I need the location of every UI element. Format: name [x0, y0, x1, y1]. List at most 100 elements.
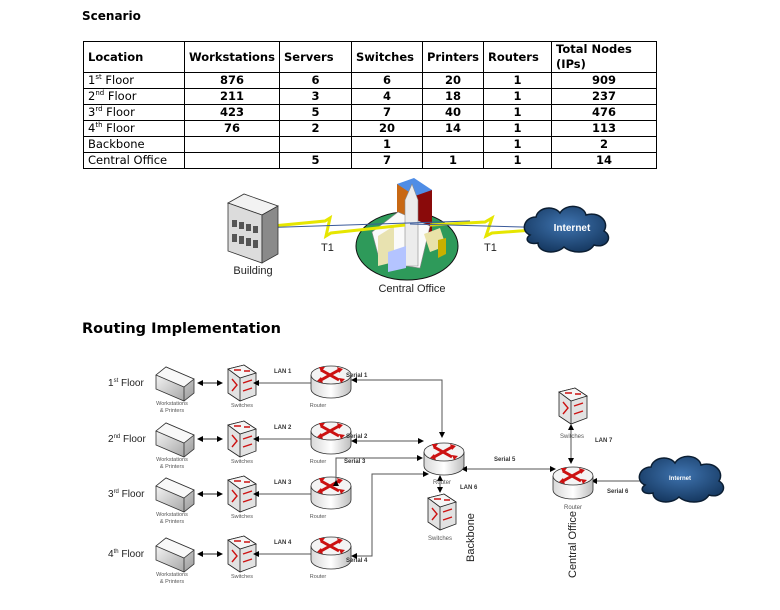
central-office-router-label: Router — [564, 505, 582, 511]
cell-workstations: 211 — [184, 88, 280, 105]
scenario-title: Scenario — [82, 9, 141, 23]
switch-icon — [227, 364, 257, 402]
cell-location: Backbone — [83, 136, 185, 153]
ordinal-suffix: st — [95, 73, 102, 82]
cell-workstations: 76 — [184, 120, 280, 137]
floor-label: 2nd Floor — [108, 434, 146, 445]
serial-label: Serial 2 — [346, 434, 368, 440]
cell-total: 909 — [551, 72, 658, 89]
switch-icon — [227, 475, 257, 513]
t1-label-right: T1 — [484, 242, 497, 254]
cell-location: 1st Floor — [83, 72, 185, 89]
location-text: 2 — [88, 89, 96, 103]
location-text: 1 — [88, 73, 96, 87]
workstations-icon — [155, 477, 195, 513]
ordinal-suffix: rd — [95, 105, 103, 114]
central-office-routing-label: Central Office — [567, 511, 579, 578]
t1-link-right — [429, 214, 561, 239]
central-office-switch-icon — [558, 387, 588, 425]
t1-link-left — [251, 214, 406, 240]
location-text: 3 — [88, 105, 96, 119]
central-office-label: Central Office — [378, 283, 445, 295]
cell-location: Central Office — [83, 152, 185, 169]
router-label: Router — [310, 514, 327, 520]
central-office-router-icon — [551, 465, 595, 501]
router-label: Router — [310, 403, 327, 409]
floor-label: 4th Floor — [108, 549, 145, 560]
location-suffix: Floor — [101, 73, 134, 87]
wan-diagram: Internet T1 T1 Building Central Office — [227, 178, 610, 295]
backbone-switch-label: Switches — [428, 536, 452, 542]
cell-printers: 20 — [421, 72, 485, 89]
col-header: Switches — [350, 41, 423, 73]
router-icon — [309, 535, 353, 571]
workstations-label: Workstations — [156, 512, 188, 518]
floor-label: 1st Floor — [108, 378, 144, 389]
location-text: 4 — [88, 121, 96, 135]
backbone-label: Backbone — [465, 513, 477, 562]
router-label: Router — [310, 459, 327, 465]
router-icon — [309, 475, 353, 511]
switch-label: Switches — [231, 403, 253, 409]
lan-label: LAN 4 — [274, 540, 292, 546]
cell-location: 4th Floor — [83, 120, 185, 137]
workstations-label: Workstations — [156, 457, 188, 463]
location-text: Backbone — [88, 137, 145, 151]
location-text: Central Office — [88, 153, 168, 167]
workstations-icon — [155, 537, 195, 573]
col-header: Location — [83, 41, 185, 73]
cell-location: 2nd Floor — [83, 88, 185, 105]
routing-internet-label: Internet — [669, 476, 691, 482]
lan-label: LAN 3 — [274, 480, 292, 486]
location-suffix: Floor — [104, 89, 137, 103]
backbone-router-label: Router — [433, 480, 451, 486]
router-icon — [309, 364, 353, 400]
scenario-table: Location Workstations Servers Switches P… — [83, 41, 658, 169]
backbone-switch-icon — [427, 493, 457, 531]
t1-label-left: T1 — [321, 242, 334, 254]
workstations-label: Workstations — [156, 401, 188, 407]
lan6-label: LAN 6 — [460, 485, 478, 491]
lan7-label: LAN 7 — [595, 438, 613, 444]
switch-icon — [227, 535, 257, 573]
col-header: Servers — [278, 41, 352, 73]
col-header: Printers — [421, 41, 485, 73]
cell-printers: 1 — [421, 152, 485, 169]
serial-label: Serial 3 — [344, 459, 366, 465]
serial5-label: Serial 5 — [494, 457, 516, 463]
printers-label: & Printers — [160, 519, 184, 525]
ordinal-suffix: nd — [95, 89, 105, 98]
internet-label: Internet — [554, 223, 591, 234]
workstations-icon — [155, 366, 195, 402]
serial-label: Serial 1 — [346, 373, 368, 379]
serial-label: Serial 4 — [346, 558, 368, 564]
switch-label: Switches — [231, 514, 253, 520]
workstations-label: Workstations — [156, 572, 188, 578]
printers-label: & Printers — [160, 579, 184, 585]
switch-label: Switches — [231, 574, 253, 580]
printers-label: & Printers — [160, 408, 184, 414]
lan-label: LAN 2 — [274, 425, 292, 431]
table-header-row: Location Workstations Servers Switches P… — [83, 41, 658, 73]
switch-icon — [227, 420, 257, 458]
serial6-label: Serial 6 — [607, 489, 629, 495]
building-icon — [227, 193, 279, 264]
location-suffix: Floor — [102, 105, 135, 119]
ordinal-suffix: th — [95, 121, 103, 130]
switch-label: Switches — [231, 459, 253, 465]
col-header: Total Nodes (IPs) — [551, 41, 658, 73]
cell-total: 14 — [551, 152, 658, 169]
cell-workstations: 423 — [184, 104, 280, 121]
building-label: Building — [233, 265, 272, 277]
printers-label: & Printers — [160, 464, 184, 470]
router-icon — [309, 420, 353, 456]
central-office-switch-label: Switches — [560, 434, 584, 440]
